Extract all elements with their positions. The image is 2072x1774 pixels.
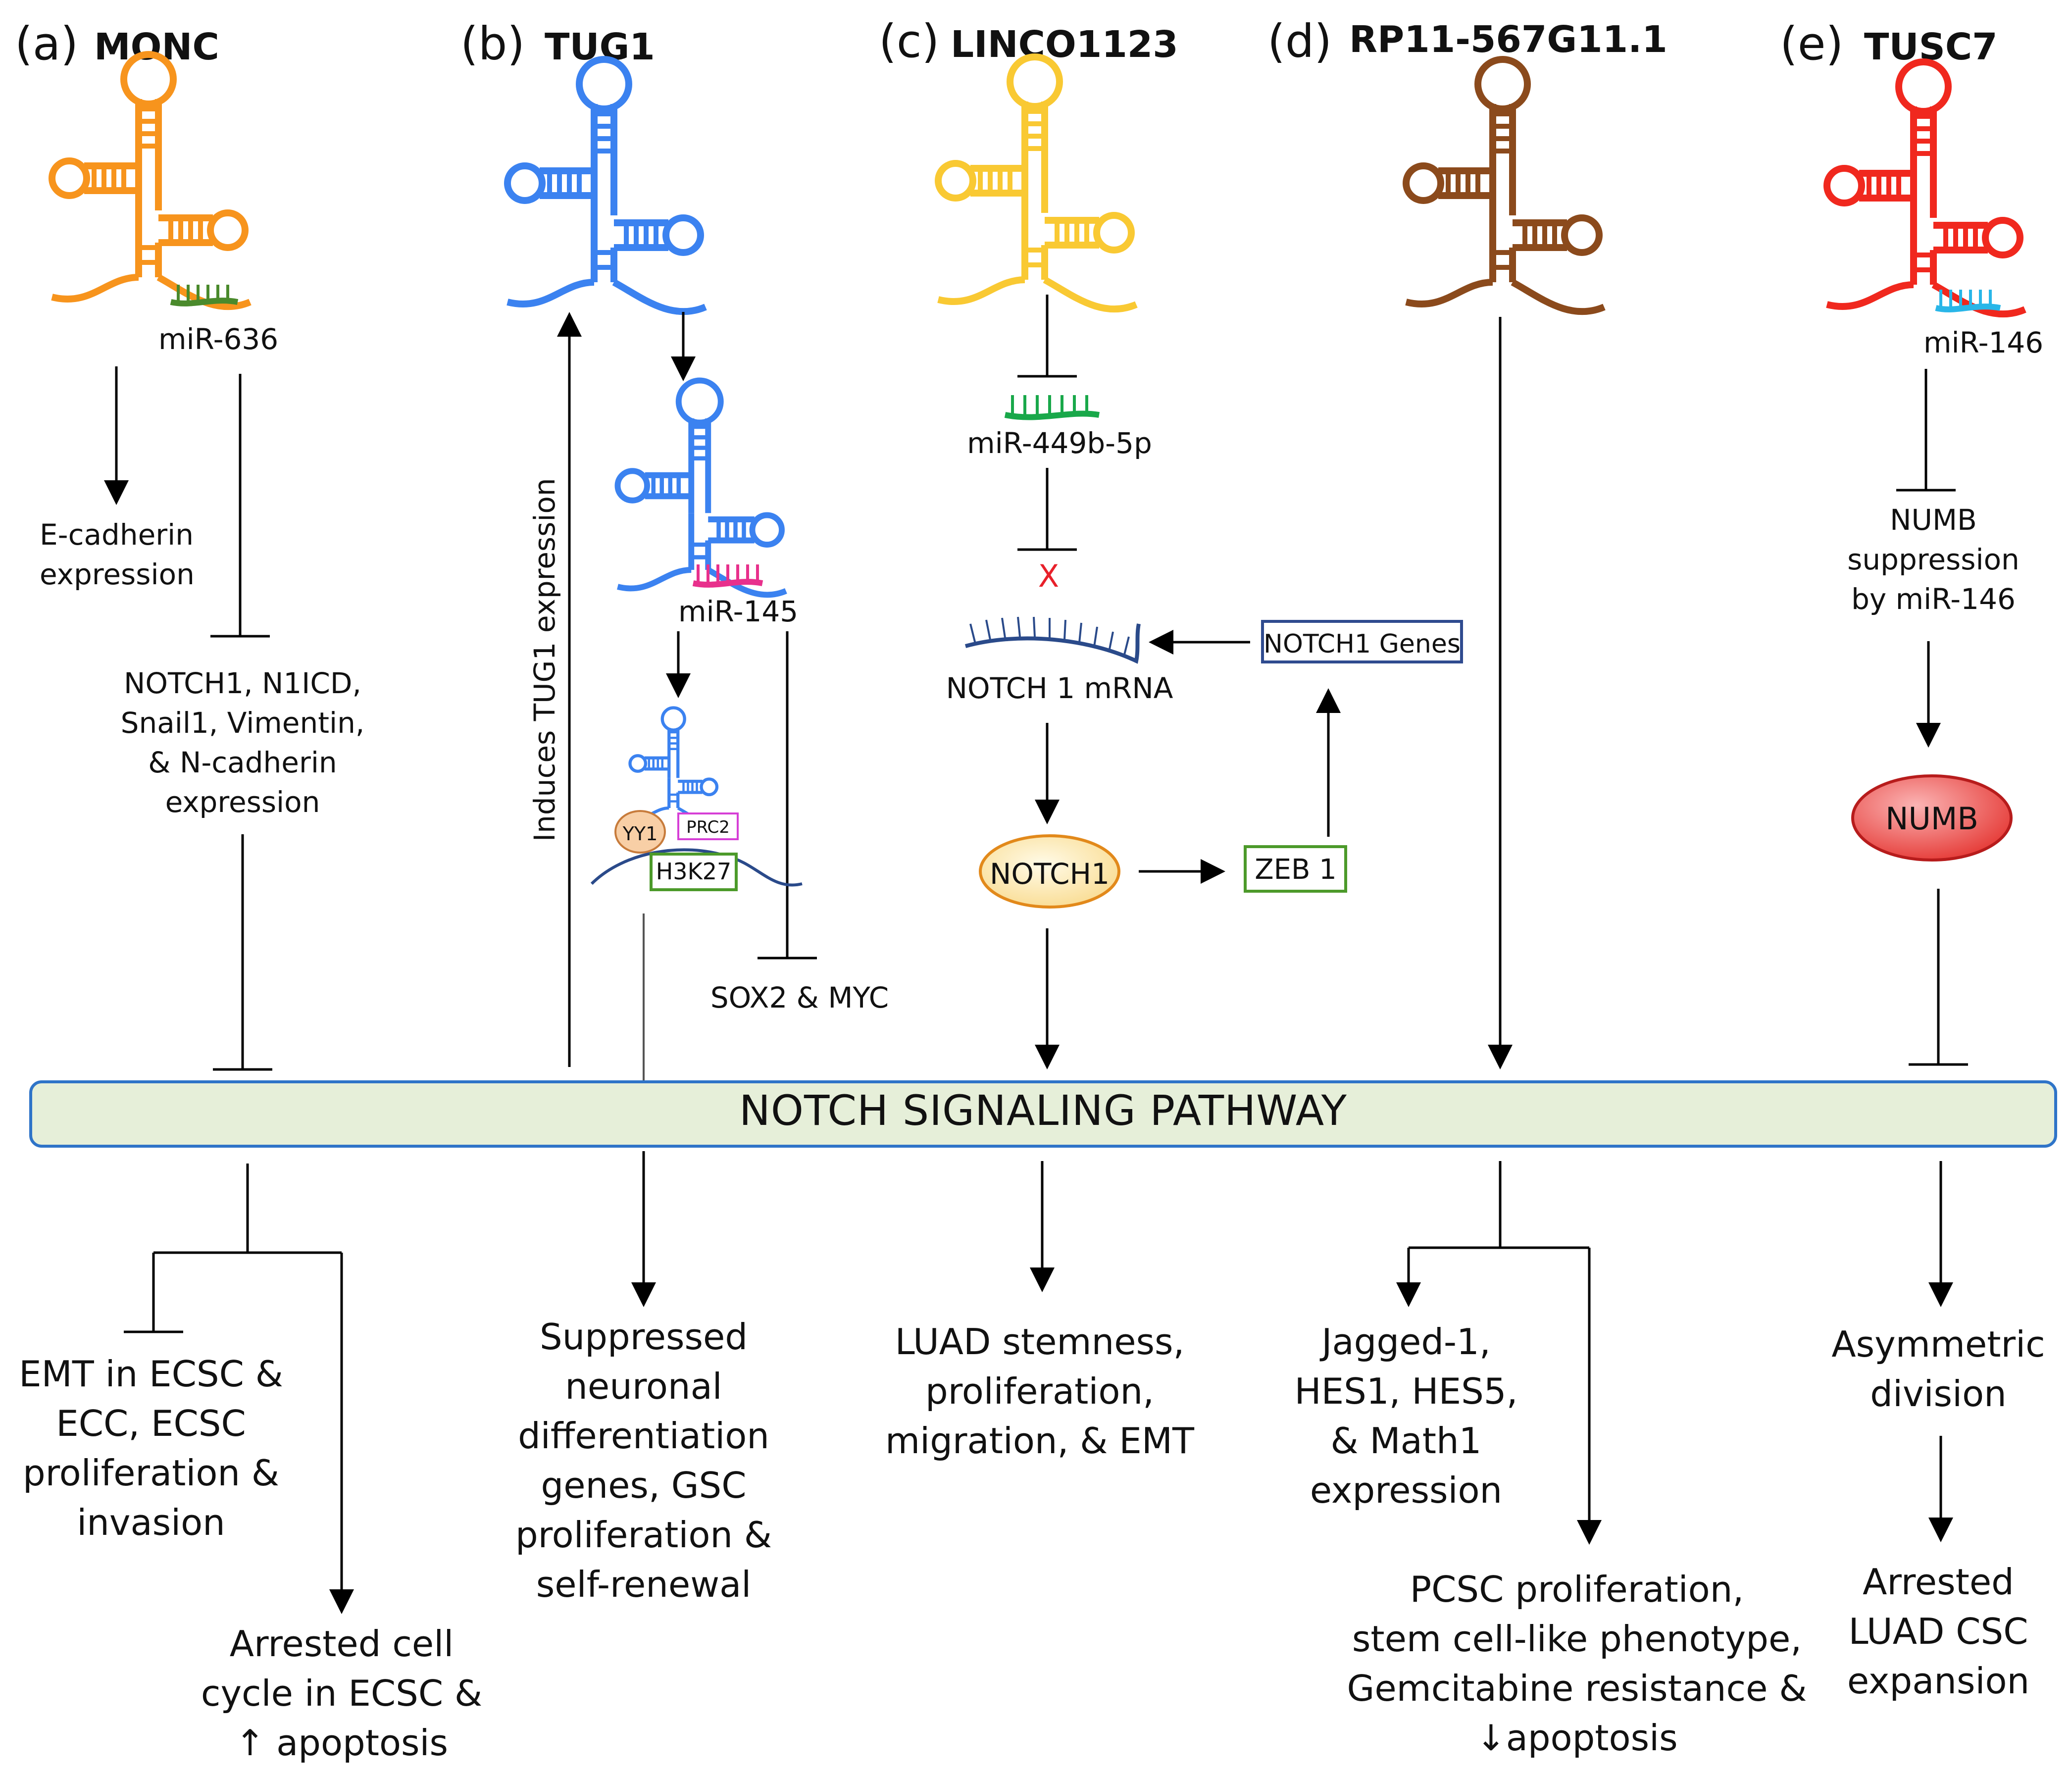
numb-label: NUMB <box>1885 801 1978 837</box>
rp11-output-1-line-2: HES1, HES5, <box>1295 1370 1518 1412</box>
tusc7-output-2-line-2: LUAD CSC <box>1848 1611 2028 1652</box>
mir-449b-5p-icon <box>1004 410 1100 420</box>
tug1-lncrna-icon <box>507 59 706 311</box>
notch1-targets-line-2: Snail1, Vimentin, <box>121 706 365 740</box>
mir-145-label: miR-145 <box>678 595 798 628</box>
panel-b: (b) TUG1 Induces TUG1 expression miR-145… <box>460 17 889 1605</box>
tusc7-output-1-line-1: Asymmetric <box>1831 1323 2045 1365</box>
tug1-output-line-5: proliferation & <box>515 1514 772 1556</box>
monc-output-2-line-1: Arrested cell <box>230 1623 454 1665</box>
rp11-output-2-line-1: PCSC proliferation, <box>1410 1569 1744 1610</box>
monc-lncrna-icon <box>52 54 250 306</box>
numb-suppression-line-1: NUMB <box>1890 503 1977 537</box>
zeb1-label: ZEB 1 <box>1255 854 1337 886</box>
panel-e: (e) TUSC7 miR-146 NUMB suppression by mi… <box>1780 17 2045 1702</box>
panel-c: (c) LINCO1123 miR-449b-5p X NOTCH 1 mRNA… <box>879 15 1463 1462</box>
tug1-output-line-1: Suppressed <box>540 1316 748 1358</box>
notch1-genes-box <box>1261 620 1463 663</box>
notch1-label: NOTCH1 <box>990 857 1110 891</box>
prc2-box <box>677 812 739 840</box>
mir-146-label: miR-146 <box>1923 326 2043 359</box>
notch1-targets-line-4: expression <box>165 785 320 819</box>
panel-d: (d) RP11-567G11.1 Jagged-1, HES1, HES5, … <box>1267 15 1807 1759</box>
x-mark: X <box>1038 558 1059 594</box>
rp11-output-2-line-3: Gemcitabine resistance & <box>1347 1668 1807 1709</box>
panel-d-title: RP11-567G11.1 <box>1349 18 1668 61</box>
tusc7-output-2-line-3: expansion <box>1847 1660 2029 1702</box>
numb-suppression-line-3: by miR-146 <box>1851 582 2016 616</box>
panel-a-letter: (a) <box>15 17 78 70</box>
e-cadherin-label: E-cadherin <box>40 518 194 552</box>
tusc7-output-2-line-1: Arrested <box>1863 1561 2014 1603</box>
linco1123-lncrna-icon <box>938 57 1136 309</box>
monc-output-1-line-2: ECC, ECSC <box>56 1403 246 1444</box>
notch1-mrna-icon <box>964 623 1141 664</box>
h3k27-box <box>650 853 738 891</box>
mir-636-icon <box>170 298 239 306</box>
tug1-lncrna-icon-2 <box>618 381 786 595</box>
tug1-complex-icon <box>630 708 719 821</box>
rp11-output-2-line-2: stem cell-like phenotype, <box>1352 1618 1802 1660</box>
numb-suppression-line-2: suppression <box>1847 543 2020 576</box>
notch1-protein <box>979 834 1120 909</box>
e-cadherin-label-2: expression <box>40 558 195 591</box>
panel-a: (a) MONC miR-636 E-cadherin expression N… <box>15 17 482 1764</box>
linco1123-output-line-2: proliferation, <box>925 1370 1154 1412</box>
h3k27-label: H3K27 <box>656 858 732 885</box>
panel-a-title: MONC <box>94 26 219 68</box>
notch-pathway-bar: NOTCH SIGNALING PATHWAY <box>29 1080 2057 1148</box>
linco1123-output-line-1: LUAD stemness, <box>895 1321 1185 1363</box>
notch1-targets-line-1: NOTCH1, N1ICD, <box>124 666 361 700</box>
induces-tug1-label: Induces TUG1 expression <box>528 478 561 842</box>
rp11-output-1-line-4: expression <box>1310 1470 1502 1511</box>
panel-d-letter: (d) <box>1267 15 1332 68</box>
tug1-output-line-3: differentiation <box>518 1415 769 1457</box>
sox2-myc-label: SOX2 & MYC <box>710 981 889 1014</box>
pathway-label: NOTCH SIGNALING PATHWAY <box>739 1086 1347 1135</box>
prc2-label: PRC2 <box>686 817 730 837</box>
mir-449b-5p-label: miR-449b-5p <box>967 426 1152 460</box>
notch1-genes-label: NOTCH1 Genes <box>1263 629 1461 659</box>
notch1-mrna-label: NOTCH 1 mRNA <box>946 671 1173 705</box>
tusc7-lncrna-icon <box>1827 62 2025 314</box>
yy1-label: YY1 <box>622 823 658 845</box>
monc-output-1-line-4: invasion <box>77 1502 225 1543</box>
panel-b-letter: (b) <box>460 17 525 70</box>
notch1-targets-line-3: & N-cadherin <box>148 746 337 779</box>
monc-output-2-line-2: cycle in ECSC & <box>201 1673 482 1714</box>
panel-c-title: LINCO1123 <box>951 23 1178 66</box>
tusc7-output-1-line-2: division <box>1870 1373 2007 1415</box>
mir-636-label: miR-636 <box>158 322 278 356</box>
rp11-output-1-line-1: Jagged-1, <box>1319 1321 1490 1363</box>
tug1-output-line-6: self-renewal <box>536 1564 751 1605</box>
numb-protein <box>1851 774 2013 862</box>
panel-e-letter: (e) <box>1780 17 1843 70</box>
yy1-protein <box>614 810 666 854</box>
rp11-lncrna-icon <box>1406 59 1604 311</box>
rp11-output-1-line-3: & Math1 <box>1331 1420 1482 1462</box>
monc-output-1-line-1: EMT in ECSC & <box>19 1353 283 1395</box>
zeb1-box <box>1244 845 1347 893</box>
monc-output-1-line-3: proliferation & <box>23 1452 279 1494</box>
monc-output-2-line-3: ↑ apoptosis <box>235 1722 448 1764</box>
mir-146-icon <box>1935 304 2001 312</box>
pathway-box <box>29 1080 2057 1148</box>
tug1-output-line-2: neuronal <box>565 1366 722 1407</box>
panel-c-letter: (c) <box>879 15 939 68</box>
rp11-output-2-line-4: ↓apoptosis <box>1476 1717 1677 1759</box>
tug1-output-line-4: genes, GSC <box>541 1465 747 1506</box>
linco1123-output-line-3: migration, & EMT <box>885 1420 1195 1462</box>
